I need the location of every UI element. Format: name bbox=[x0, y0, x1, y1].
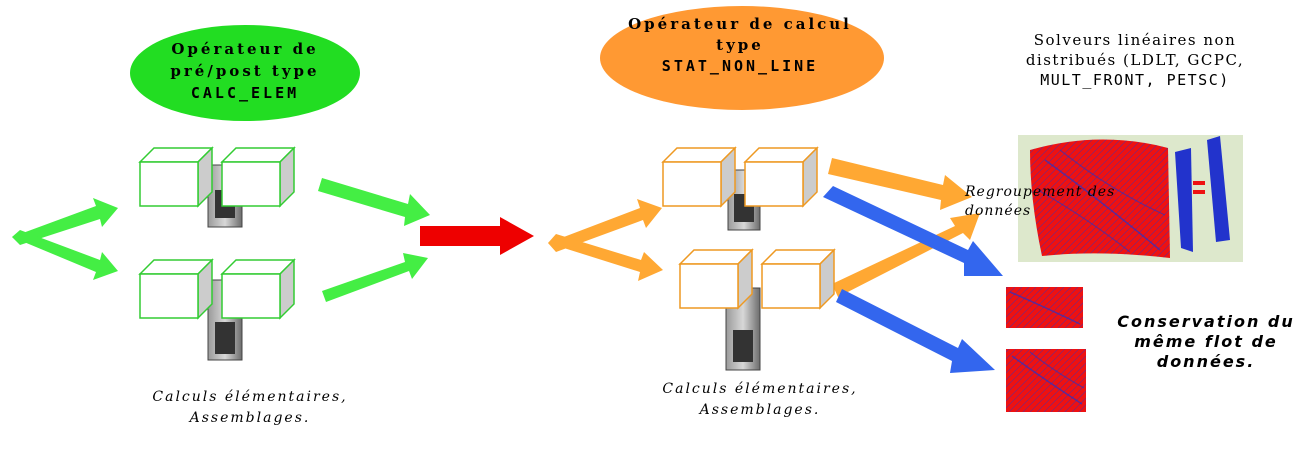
caption-line: Calculs élémentaires, bbox=[152, 389, 348, 405]
operator-title-line: Opérateur de bbox=[171, 40, 319, 58]
left-node-bottom bbox=[138, 258, 296, 361]
operator-title-line: type bbox=[716, 36, 764, 54]
local-matrix-top bbox=[1006, 287, 1083, 328]
rhs-vector-icon bbox=[1175, 148, 1193, 252]
operator-command: STAT_NON_LINE bbox=[661, 57, 819, 75]
cube-icon bbox=[661, 146, 737, 208]
cube-icon bbox=[138, 146, 214, 208]
equals-icon bbox=[1193, 181, 1205, 194]
green-output-arrows bbox=[318, 178, 430, 302]
cube-icon bbox=[760, 248, 836, 310]
pre-post-operator-label: Opérateur de pré/post type CALC_ELEM bbox=[160, 38, 330, 104]
caption-line: Assemblages. bbox=[189, 410, 311, 426]
solution-vector-icon bbox=[1207, 136, 1230, 242]
local-matrix-bottom bbox=[1006, 349, 1086, 412]
conservation-label: Conservation du même flot de données. bbox=[1106, 312, 1303, 372]
green-input-arrows bbox=[12, 198, 118, 280]
cube-icon bbox=[220, 258, 296, 320]
solver-description: Solveurs linéaires non distribués (LDLT,… bbox=[990, 30, 1280, 90]
right-caption: Calculs élémentaires, Assemblages. bbox=[625, 379, 895, 421]
conservation-line: même flot de bbox=[1134, 332, 1278, 351]
regroupement-label: Regroupement des données bbox=[965, 183, 1115, 221]
operator-title-line: pré/post type bbox=[170, 62, 320, 80]
red-transfer-arrow bbox=[420, 217, 534, 255]
left-node-top bbox=[138, 146, 296, 228]
matrix-icon bbox=[1030, 139, 1170, 258]
orange-input-arrows bbox=[548, 199, 663, 281]
calcul-operator-label: Opérateur de calcul type STAT_NON_LINE bbox=[605, 14, 875, 77]
solver-matrix-panel bbox=[1018, 135, 1243, 262]
calcul-operator-ellipse bbox=[600, 6, 884, 110]
blue-output-arrows bbox=[823, 186, 1003, 373]
caption-line: Assemblages. bbox=[699, 402, 821, 418]
operator-title-line: Opérateur de calcul bbox=[628, 15, 852, 33]
right-node-bottom bbox=[678, 248, 836, 371]
solver-line: distribués (LDLT, GCPC, bbox=[1025, 51, 1245, 69]
cube-icon bbox=[743, 146, 819, 208]
conservation-line: données. bbox=[1156, 352, 1256, 371]
cube-icon bbox=[220, 146, 296, 208]
regroupement-line: Regroupement des bbox=[965, 184, 1116, 200]
orange-output-arrows bbox=[828, 158, 980, 297]
pre-post-operator-ellipse bbox=[130, 25, 360, 121]
left-caption: Calculs élémentaires, Assemblages. bbox=[115, 387, 385, 429]
conservation-line: Conservation du bbox=[1117, 312, 1295, 331]
solver-line: Solveurs linéaires non bbox=[1033, 31, 1237, 49]
cube-icon bbox=[678, 248, 754, 310]
regroupement-line: données bbox=[965, 203, 1032, 219]
cube-icon bbox=[138, 258, 214, 320]
operator-command: CALC_ELEM bbox=[190, 84, 300, 102]
caption-line: Calculs élémentaires, bbox=[662, 381, 858, 397]
solver-line: MULT_FRONT, PETSC) bbox=[1040, 71, 1230, 89]
right-node-top bbox=[661, 146, 819, 231]
